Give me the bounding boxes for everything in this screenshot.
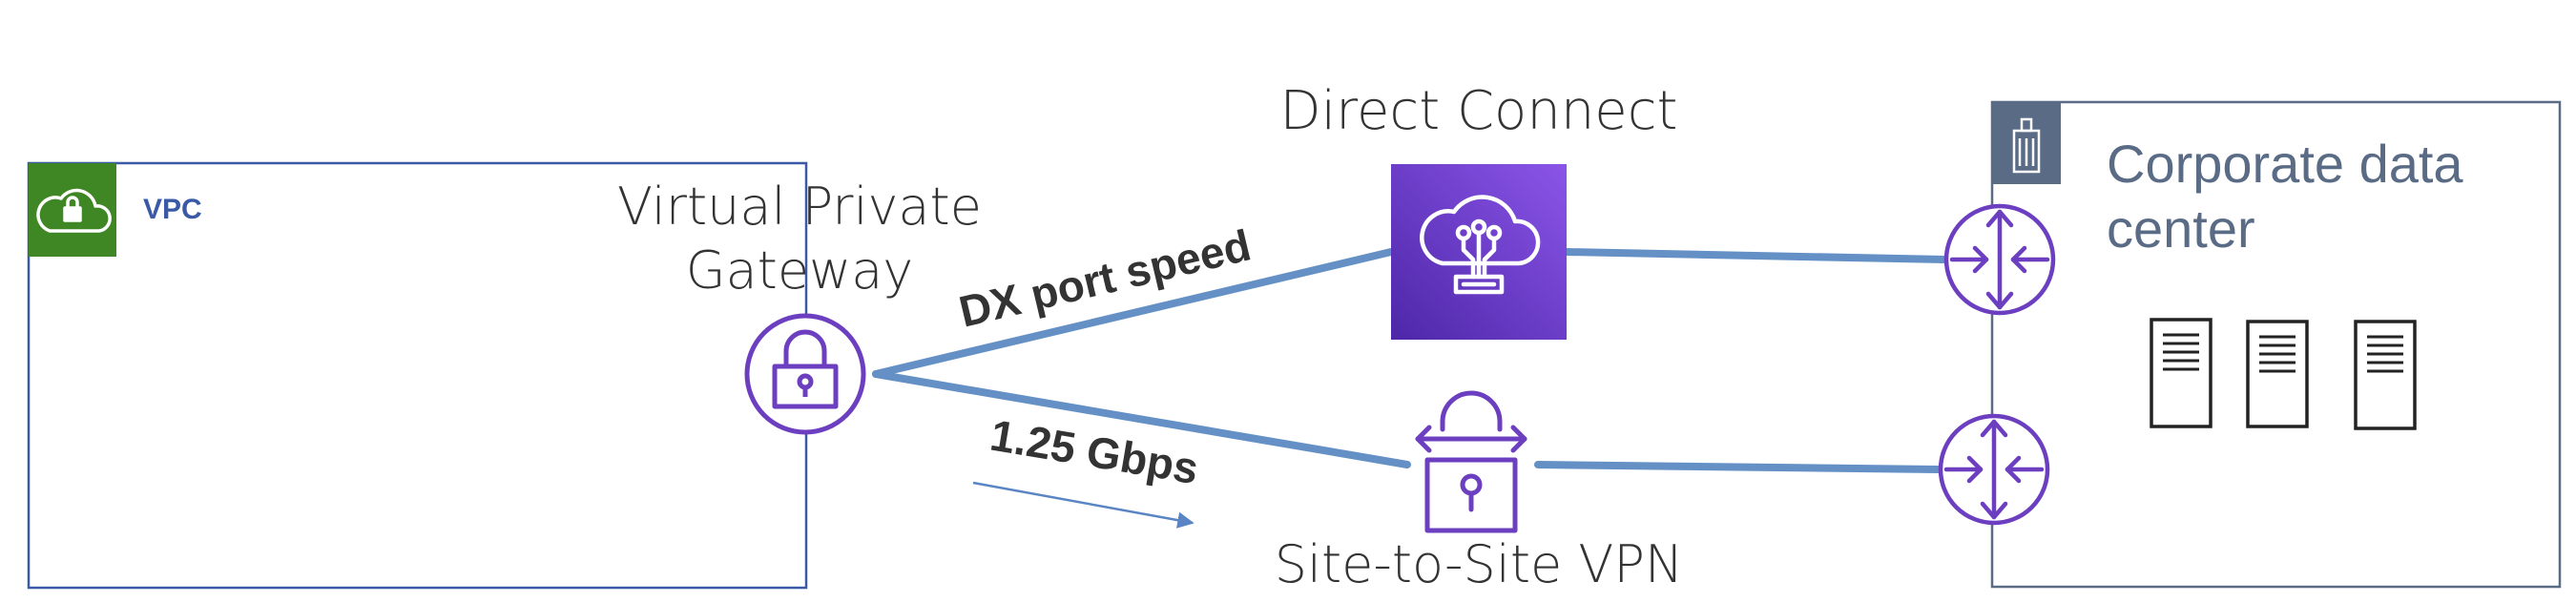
corporate-dc-label: Corporate data center <box>2107 132 2463 261</box>
virtual-private-gateway <box>744 313 866 435</box>
cloud-lock-icon <box>36 188 112 233</box>
vgw-label-line1: Virtual Private <box>617 177 982 237</box>
dx-link-vgw-to-dc <box>872 248 1395 378</box>
server-icon <box>2246 320 2309 428</box>
vgw-label-line2: Gateway <box>686 240 914 301</box>
direct-connect-icon <box>1420 195 1541 295</box>
corporate-dc-label-line2: center <box>2107 198 2255 259</box>
router-icon <box>1938 413 2050 526</box>
corporate-dc-label-line1: Corporate data <box>2107 134 2463 194</box>
direct-connect-label: Direct Connect <box>1279 80 1677 142</box>
server-icon <box>2354 320 2417 430</box>
server-icons <box>2150 318 2417 430</box>
direct-connect <box>1391 164 1567 340</box>
server-icon <box>2150 318 2212 428</box>
corporate-dc-box <box>1990 100 2562 589</box>
vpn-link-vgw-to-vpn <box>872 370 1411 468</box>
building-icon <box>2012 117 2041 174</box>
connection-lines <box>872 248 1948 473</box>
vpn-direction-arrow <box>972 481 1195 529</box>
corporate-dc-group <box>1990 100 2562 589</box>
vpn-lock-icon <box>1415 390 1527 533</box>
dx-link-dc-to-router <box>1563 248 1948 263</box>
vpc-label: VPC <box>143 194 202 225</box>
vpn-link-vpn-to-router <box>1534 461 1942 473</box>
router-icon <box>1943 203 2056 316</box>
vpn-label: Site-to-Site VPN <box>1275 534 1684 594</box>
lock-icon <box>772 329 839 409</box>
